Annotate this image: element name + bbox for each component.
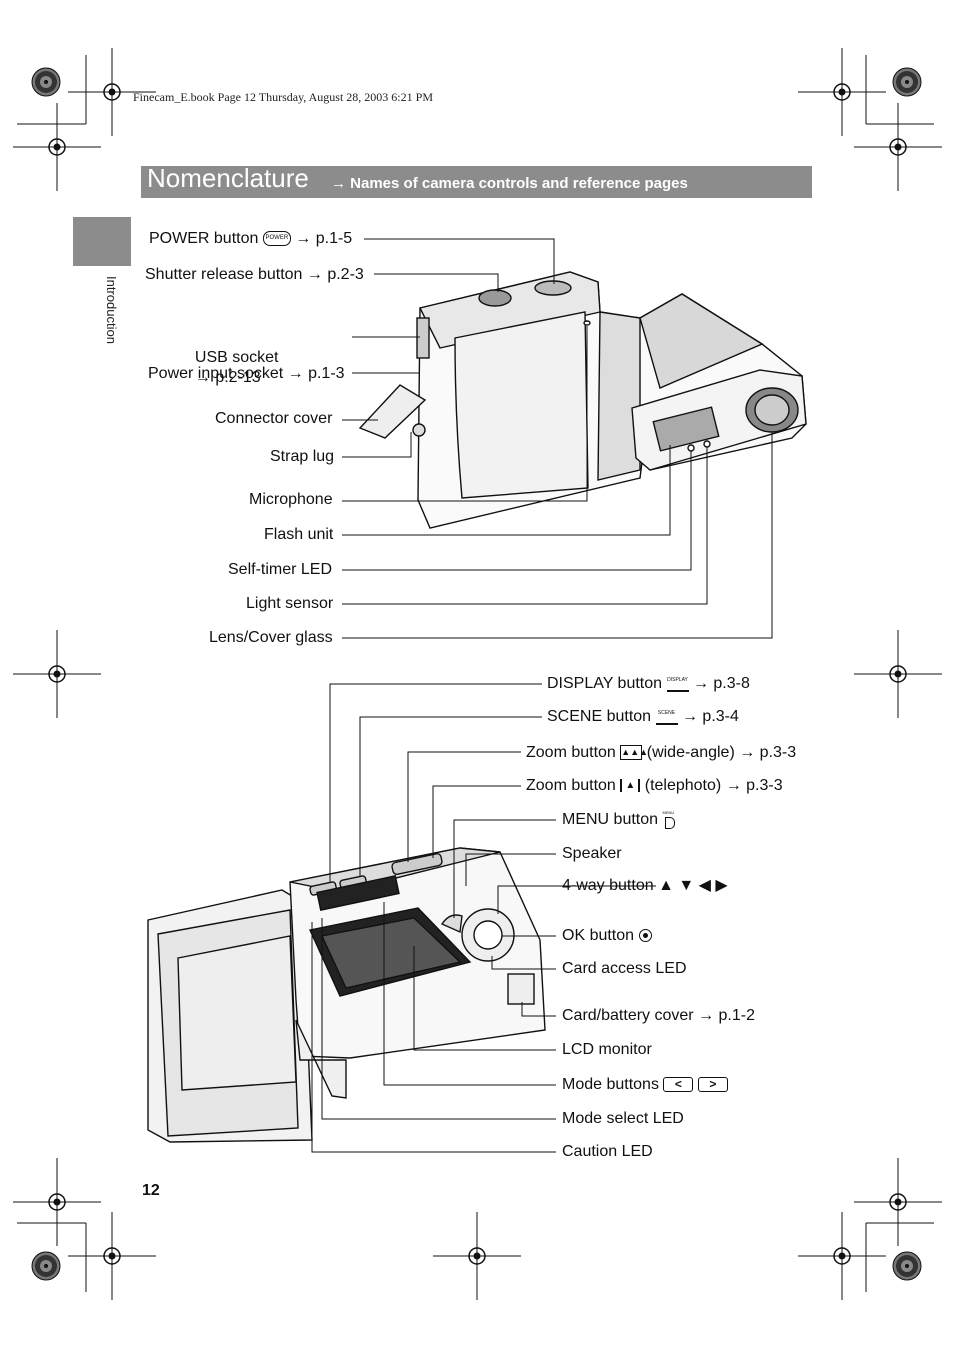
label-mode-buttons: Mode buttons < > xyxy=(562,1075,728,1095)
leader-lines-back xyxy=(311,683,656,1153)
scene-button-icon: SCENE xyxy=(655,709,678,725)
scene-label-text: SCENE button xyxy=(547,708,652,725)
label-scene-button: SCENE button SCENE → p.3-4 xyxy=(547,707,739,727)
file-info-header: Finecam_E.book Page 12 Thursday, August … xyxy=(133,90,433,104)
display-ref: → p.3-8 xyxy=(692,675,750,692)
mode-left-icon: < xyxy=(663,1077,694,1093)
ok-label-text: OK button xyxy=(562,927,635,944)
label-strap-lug: Strap lug xyxy=(270,448,335,465)
wide-angle-icon: ▲▲▲ xyxy=(620,745,648,761)
label-zoom-wide: Zoom button ▲▲▲ (wide-angle) → p.3-3 xyxy=(526,743,796,763)
label-mode-select-led: Mode select LED xyxy=(562,1110,684,1127)
label-self-timer-led: Self-timer LED xyxy=(228,561,333,578)
shutter-ref: → p.2-3 xyxy=(306,266,364,283)
label-microphone: Microphone xyxy=(249,491,333,508)
menu-icon-text: MENU xyxy=(662,810,675,815)
title-arrow: → xyxy=(331,175,346,192)
menu-label-text: MENU button xyxy=(562,811,659,829)
label-menu-button: MENU button MENU xyxy=(562,810,677,830)
label-power-button: POWER button POWER → p.1-5 xyxy=(149,229,352,249)
label-light-sensor: Light sensor xyxy=(246,595,334,612)
label-speaker: Speaker xyxy=(562,845,622,862)
label-lcd-monitor: LCD monitor xyxy=(562,1041,652,1058)
zoom-wide-suffix: (wide-angle) xyxy=(646,744,735,761)
usb-ref: → p.2-13 xyxy=(194,369,261,386)
scene-ref: → p.3-4 xyxy=(681,708,739,725)
label-card-battery-cover: Card/battery cover → p.1-2 xyxy=(562,1006,755,1026)
label-usb-socket: USB socket → p.2-13 xyxy=(186,328,283,388)
fourway-label-text: 4-way button xyxy=(562,877,654,894)
label-card-access-led: Card access LED xyxy=(562,960,687,977)
ok-button-icon xyxy=(638,929,652,943)
page-number: 12 xyxy=(142,1182,160,1199)
title-bar xyxy=(141,166,812,198)
menu-icon-shape xyxy=(664,817,675,829)
power-input-ref: → p.1-3 xyxy=(287,365,345,382)
power-button-icon: POWER xyxy=(262,231,291,247)
label-zoom-tele: Zoom button ▲ (telephoto) → p.3-3 xyxy=(526,776,783,796)
ok-icon-dot xyxy=(642,933,648,939)
camera-front-illustration xyxy=(358,271,807,529)
section-tab xyxy=(73,217,131,266)
zoom-wide-ref: → p.3-3 xyxy=(739,744,797,761)
zoom-wide-label-text: Zoom button xyxy=(526,744,616,761)
usb-label-text: USB socket xyxy=(194,349,283,366)
title-subtext: Names of camera controls and reference p… xyxy=(350,175,688,192)
shutter-label-text: Shutter release button xyxy=(145,266,303,283)
camera-back-illustration xyxy=(147,847,546,1143)
label-caution-led: Caution LED xyxy=(562,1143,653,1160)
telephoto-icon: ▲ xyxy=(620,779,641,793)
leader-lines-front xyxy=(342,238,773,639)
cardcover-label-text: Card/battery cover xyxy=(562,1007,694,1024)
label-connector-cover: Connector cover xyxy=(215,410,333,427)
label-4way-button: 4-way button ▲ ▼ ◀ ▶ xyxy=(562,876,728,896)
label-shutter-button: Shutter release button → p.2-3 xyxy=(145,265,364,285)
mode-label-text: Mode buttons xyxy=(562,1076,659,1093)
zoom-tele-suffix: (telephoto) xyxy=(644,777,722,794)
display-button-icon: DISPLAY xyxy=(666,676,689,692)
power-ref: → p.1-5 xyxy=(295,230,353,247)
power-input-label-text: Power input socket xyxy=(148,365,284,382)
mode-right-icon: > xyxy=(697,1077,728,1093)
zoom-tele-ref: → p.3-3 xyxy=(725,777,783,794)
fourway-arrows-icon: ▲ ▼ ◀ ▶ xyxy=(658,877,728,894)
page-subtitle: → Names of camera controls and reference… xyxy=(331,175,688,192)
zoom-tele-label-text: Zoom button xyxy=(526,777,616,794)
label-flash-unit: Flash unit xyxy=(264,526,334,543)
menu-button-icon: MENU xyxy=(663,810,677,830)
power-label-text: POWER button xyxy=(149,230,259,247)
section-label: Introduction xyxy=(104,276,119,344)
label-lens-cover-glass: Lens/Cover glass xyxy=(209,629,333,646)
display-label-text: DISPLAY button xyxy=(547,675,663,692)
label-power-input-socket: Power input socket → p.1-3 xyxy=(148,364,345,384)
label-ok-button: OK button xyxy=(562,926,652,946)
crop-marks xyxy=(17,55,934,1292)
page-title: Nomenclature xyxy=(147,163,309,193)
label-display-button: DISPLAY button DISPLAY → p.3-8 xyxy=(547,674,750,694)
cardcover-ref: → p.1-2 xyxy=(698,1007,755,1024)
